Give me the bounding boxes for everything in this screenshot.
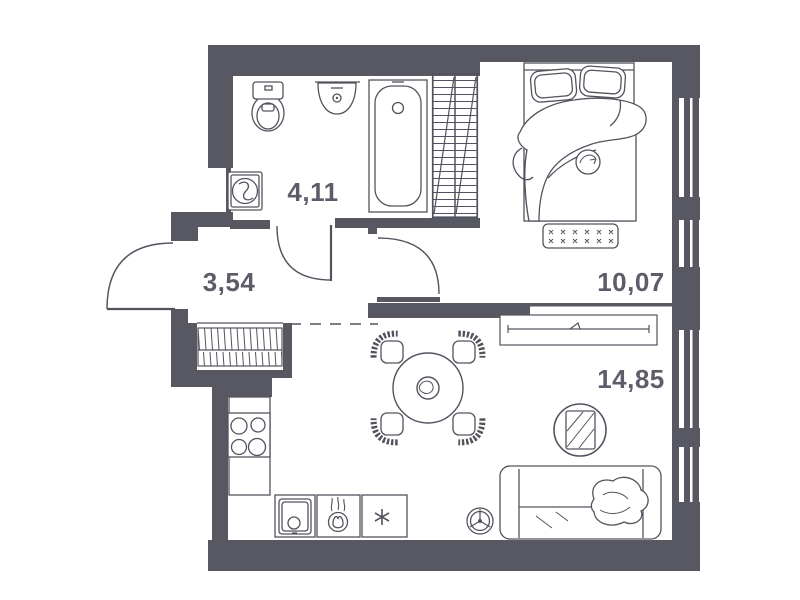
sofa-icon <box>499 465 662 540</box>
wall-left-kitchen <box>212 387 228 540</box>
living-room-furniture <box>466 403 662 540</box>
wall-left-bathroom <box>208 45 233 168</box>
doors <box>106 225 440 325</box>
washing-machine-icon <box>227 171 263 211</box>
bathtub-icon <box>368 79 428 213</box>
bed-bench-icon <box>542 223 619 249</box>
walls <box>171 45 700 571</box>
wall-right-seg <box>672 62 700 98</box>
wardrobe-icon <box>499 314 658 346</box>
side-table-icon <box>553 403 607 457</box>
bedroom-furniture <box>512 62 647 249</box>
hallway-area-label: 3,54 <box>203 267 256 297</box>
window-living-2 <box>672 447 699 502</box>
floor-plant-icon <box>466 507 494 535</box>
stove-cooktop-icon <box>227 412 271 458</box>
asterisk-icon <box>361 494 408 538</box>
window-bedroom-2 <box>672 220 699 267</box>
rack-border-bottom <box>188 370 292 378</box>
kitchen-living-area-label: 14,85 <box>597 364 665 394</box>
rack-border-left <box>188 323 197 378</box>
bedroom-door-leaf <box>377 297 440 302</box>
kitchen-sink-icon <box>274 494 316 538</box>
wall-bedroom-living <box>368 303 530 318</box>
bathroom-fixtures <box>227 79 428 213</box>
wall-top-bathroom <box>208 62 480 76</box>
bathroom-door-icon <box>276 225 333 281</box>
wall-right-seg <box>672 428 700 447</box>
wall-bedroom-living-thin <box>530 303 672 307</box>
dining-table-icon <box>392 352 464 424</box>
wall-entrance-jamb-bottom <box>171 309 188 377</box>
rack-border-right <box>283 323 292 378</box>
wall-entrance-jamb-top <box>171 227 198 241</box>
wall-right-seg <box>672 267 700 330</box>
wall-right-seg <box>672 502 700 571</box>
dining-set <box>367 327 488 448</box>
kitchen-counter <box>227 396 408 538</box>
entrance-door-icon <box>106 242 175 311</box>
coat-rack-icon <box>197 322 283 367</box>
wall-stub <box>368 228 377 234</box>
window-bedroom-1 <box>672 98 699 197</box>
wall-bottom <box>208 540 700 571</box>
bathroom-area-label: 4,11 <box>287 177 338 207</box>
wall-hall-bottom <box>171 377 228 387</box>
bedroom-area-label: 10,07 <box>597 267 665 297</box>
gas-burner-icon <box>316 494 361 538</box>
window-living-1 <box>672 330 699 428</box>
wall-hall-top <box>171 212 233 227</box>
wall-right-seg <box>672 197 700 220</box>
toilet-icon <box>251 81 285 132</box>
ventilation-shaft-icon <box>431 72 479 219</box>
double-bed-icon <box>512 62 647 222</box>
bedroom-door-icon <box>377 237 440 295</box>
wall-bathroom-bottom-left <box>230 220 270 229</box>
wall-top <box>208 45 700 62</box>
wall-block-kitchen <box>228 377 272 397</box>
wash-basin-icon <box>315 81 360 115</box>
wall-bathroom-bottom-right <box>335 218 480 228</box>
